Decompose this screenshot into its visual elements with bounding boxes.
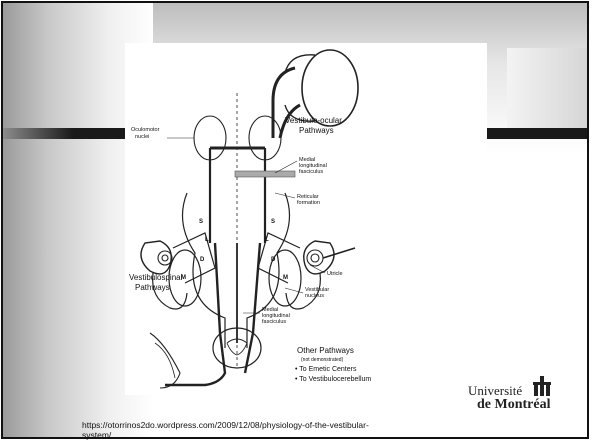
label-vestibular-nucleus-line2: nucleus [305,293,324,299]
label-oculomotor-line2: nuclei [135,134,149,140]
vestibular-pathways-diagram: Oculomotor nuclei Medial longitudinal fa… [125,43,487,395]
label-vestibulocerebellum: • To Vestibulocerebellum [295,376,371,383]
label-mlf-top-line3: fasciculus [299,169,323,175]
label-vestibulo-ocular-line2: Pathways [299,126,334,135]
title-bar-fade [3,128,73,139]
label-vestibulo-ocular-line1: Vestibulo-ocular [285,116,342,125]
label-vestibulospinal-line1: Vestibulospinal [129,273,183,282]
label-utricle: Utricle [327,271,343,277]
source-url[interactable]: https://otorrinos2do.wordpress.com/2009/… [82,420,382,440]
label-reticular-line2: formation [297,200,320,206]
nucleus-letter-l-right: L [265,237,269,243]
diagram-svg: Oculomotor nuclei Medial longitudinal fa… [125,43,487,395]
nucleus-letter-d-left: D [200,257,205,263]
label-emetic-centers: • To Emetic Centers [295,366,357,373]
nucleus-letter-s-right: S [271,219,275,225]
eyeball [302,50,358,126]
label-other-pathways: Other Pathways [297,346,354,355]
nucleus-letter-m-right: M [283,275,288,281]
university-tower-icon [531,376,553,396]
label-oculomotor-line1: Oculomotor [131,127,160,133]
logo-line2: de Montréal [477,397,550,413]
right-gradient [507,48,587,128]
nucleus-letter-m-left: M [181,275,186,281]
nucleus-letter-s-left: S [199,219,203,225]
universite-de-montreal-logo: Université de Montréal [468,370,568,420]
nucleus-letter-l-left: L [205,237,209,243]
nucleus-letter-d-right: D [271,257,276,263]
label-mlf-bottom-line3: fasciculus [262,319,286,325]
label-not-demonstrated: (not demonstrated) [301,357,344,363]
label-vestibulospinal-line2: Pathways [135,283,170,292]
